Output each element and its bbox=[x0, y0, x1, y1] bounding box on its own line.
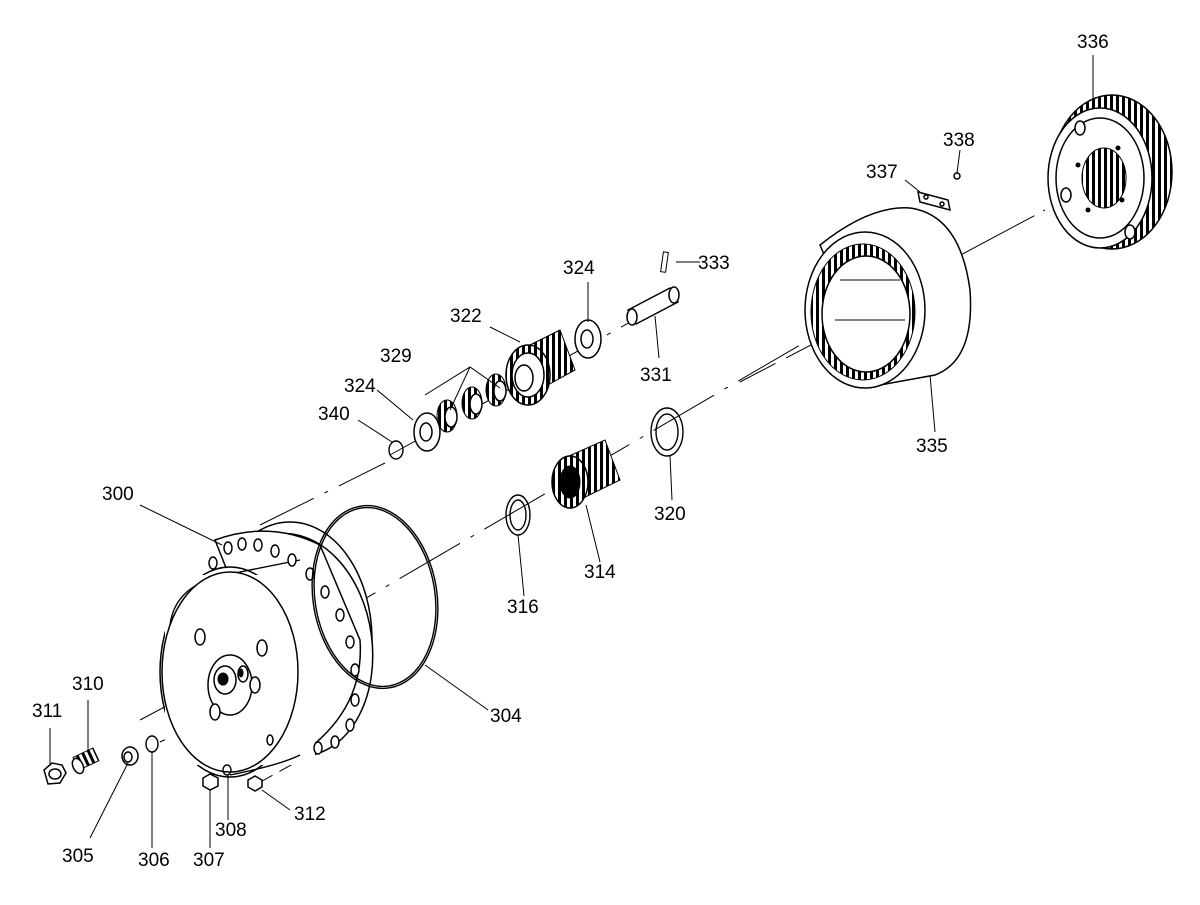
part-335-ring-gear bbox=[804, 207, 972, 389]
label-306: 306 bbox=[138, 850, 170, 871]
part-306-seal-ring bbox=[145, 735, 159, 753]
part-305-plug bbox=[121, 746, 139, 766]
part-322-planet-gear bbox=[505, 329, 576, 406]
label-340: 340 bbox=[318, 404, 350, 425]
part-333-spring-pin bbox=[660, 251, 669, 273]
label-304: 304 bbox=[490, 706, 522, 727]
label-316: 316 bbox=[507, 597, 539, 618]
part-310-screw bbox=[71, 747, 100, 775]
leader-lines bbox=[49, 55, 1094, 848]
label-322: 322 bbox=[450, 306, 482, 327]
part-308-washer bbox=[222, 764, 232, 776]
label-310: 310 bbox=[72, 674, 104, 695]
part-312-bolt bbox=[247, 775, 263, 792]
flange-holes bbox=[208, 537, 360, 755]
label-307: 307 bbox=[193, 850, 225, 871]
part-329-needle-bearings bbox=[436, 373, 507, 433]
part-324-washer-lower bbox=[413, 412, 441, 452]
part-307-bolt bbox=[202, 773, 219, 791]
part-324-washer-upper bbox=[574, 319, 602, 359]
label-331: 331 bbox=[640, 365, 672, 386]
part-316-snap-ring bbox=[505, 494, 531, 536]
part-311-nut bbox=[43, 762, 67, 785]
label-300: 300 bbox=[102, 484, 134, 505]
label-320: 320 bbox=[654, 504, 686, 525]
label-329: 329 bbox=[380, 346, 412, 367]
label-311: 311 bbox=[32, 701, 62, 722]
label-337: 337 bbox=[866, 162, 898, 183]
label-324-lower: 324 bbox=[344, 376, 376, 397]
part-304-o-ring bbox=[311, 504, 439, 690]
part-336-carrier bbox=[1047, 94, 1173, 250]
part-320-snap-ring bbox=[650, 407, 684, 457]
callout-labels: 300 304 305 306 307 308 310 311 312 314 … bbox=[32, 32, 1109, 871]
label-314: 314 bbox=[584, 562, 616, 583]
part-337-lock-plate bbox=[917, 190, 951, 212]
part-300-housing bbox=[159, 521, 374, 778]
part-331-pin bbox=[626, 286, 680, 326]
label-338: 338 bbox=[943, 130, 975, 151]
label-336: 336 bbox=[1077, 32, 1109, 53]
part-314-sun-gear bbox=[551, 439, 621, 509]
label-312: 312 bbox=[294, 804, 326, 825]
label-324-upper: 324 bbox=[563, 258, 595, 279]
part-338-screw bbox=[953, 172, 961, 180]
label-333: 333 bbox=[698, 253, 730, 274]
label-305: 305 bbox=[62, 846, 94, 867]
part-340-ring bbox=[388, 440, 404, 460]
label-335: 335 bbox=[916, 436, 948, 457]
label-308: 308 bbox=[215, 820, 247, 841]
